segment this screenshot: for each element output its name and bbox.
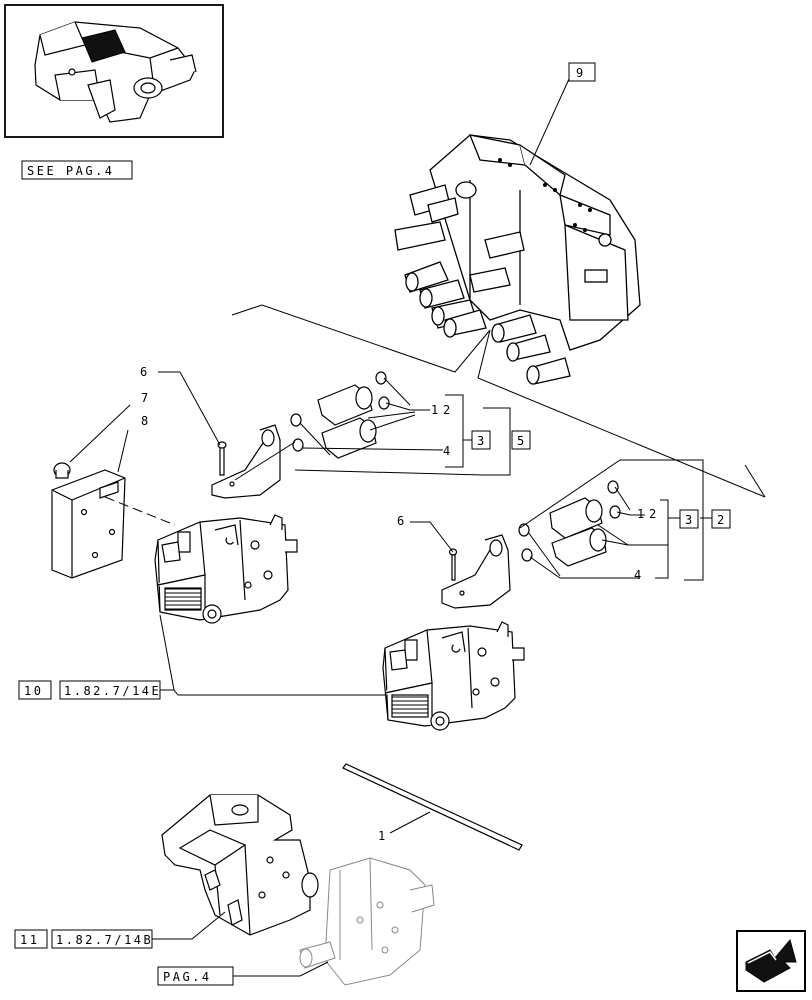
ref-11[interactable]: 11 1.82.7/14B (14, 911, 226, 949)
ref-5[interactable]: 5 (511, 430, 531, 450)
ref-11-code: 1.82.7/14B (56, 933, 153, 947)
callout-1-top: 1 (431, 403, 438, 417)
pag4-ref[interactable]: PAG.4 (157, 961, 329, 986)
main-valve-assembly (394, 134, 641, 385)
see-page-ref[interactable]: SEE PAG.4 (21, 160, 133, 180)
ref-2-text: 2 (717, 513, 727, 527)
ref-9-text: 9 (576, 66, 586, 80)
callout-1-rod: 1 (378, 829, 385, 843)
callout-2-mid: 2 (649, 507, 656, 521)
leaders-ref10 (159, 614, 386, 696)
leaders-middle (410, 459, 712, 581)
housing-11 (161, 794, 319, 936)
callout-7: 7 (141, 391, 148, 405)
callout-4-top: 4 (443, 444, 450, 458)
thumbnail-frame[interactable] (4, 4, 224, 138)
end-plate-8 (51, 469, 126, 579)
section-kit-middle (441, 480, 621, 609)
valve-thumbnail-icon (34, 21, 197, 123)
background-valve-ghost (299, 857, 435, 986)
plug-cap-7 (53, 462, 71, 479)
ref-10-code: 1.82.7/14E (64, 684, 161, 698)
callout-6-top: 6 (140, 365, 147, 379)
ref-3-top[interactable]: 3 (471, 430, 491, 450)
ref-10[interactable]: 10 1.82.7/14E (18, 680, 161, 700)
callout-4-mid: 4 (634, 568, 641, 582)
arrow-navigation-icon[interactable] (736, 930, 806, 992)
ref-3-top-text: 3 (477, 434, 487, 448)
ref-3-mid[interactable]: 3 (679, 509, 699, 529)
ref-11-text: 11 (20, 933, 39, 947)
callout-2-top: 2 (443, 403, 450, 417)
section-kit-upper (211, 371, 390, 499)
pag4-text: PAG.4 (163, 970, 212, 984)
thumbnail-highlight (81, 29, 126, 63)
callout-1-mid: 1 (637, 507, 644, 521)
ref-2[interactable]: 2 (711, 509, 731, 529)
ref-5-text: 5 (517, 434, 527, 448)
rod-1 (342, 763, 523, 851)
ref-9[interactable]: 9 (529, 62, 596, 166)
see-page-text: SEE PAG.4 (27, 164, 115, 178)
valve-section-upper (154, 514, 298, 624)
callout-8: 8 (141, 414, 148, 428)
ref-10-text: 10 (24, 684, 43, 698)
assembly-leader-lines (231, 304, 766, 498)
callout-6-mid: 6 (397, 514, 404, 528)
valve-section-lower (382, 621, 525, 731)
ref-3-mid-text: 3 (685, 513, 695, 527)
leaders-upper (69, 371, 511, 481)
